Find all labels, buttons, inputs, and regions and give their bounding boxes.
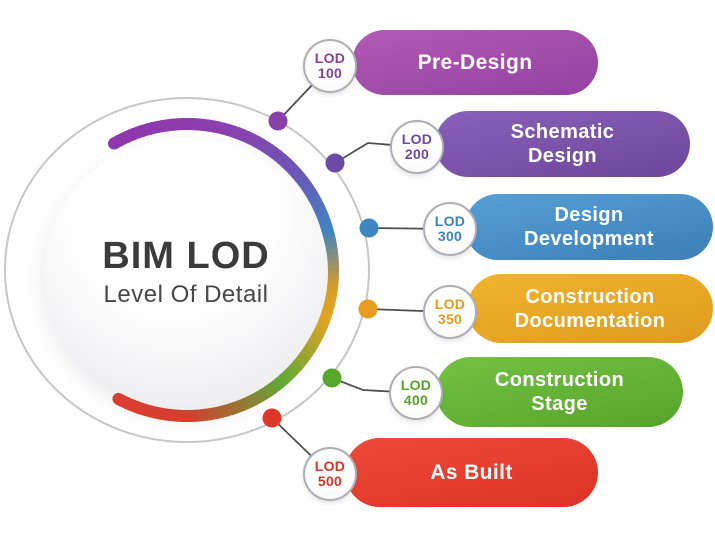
- pill-label: Development: [524, 228, 654, 250]
- pill-label: As Built: [430, 461, 513, 484]
- level-dot-lod-200: [325, 153, 345, 173]
- outer-ring: [4, 97, 370, 443]
- pill-label: Construction: [494, 369, 625, 391]
- badge-lod-text: LOD: [401, 131, 433, 147]
- badge-lod-number: 200: [404, 146, 430, 162]
- level-dot-lod-350: [358, 299, 378, 319]
- pill-label: Construction: [525, 285, 655, 308]
- badge-lod-text: LOD: [314, 458, 346, 474]
- badge-lod-text: LOD: [434, 296, 466, 312]
- diagram-subtitle: Level Of Detail: [103, 280, 269, 308]
- pill-label: Design: [527, 145, 598, 167]
- badge-lod-number: 500: [317, 473, 343, 489]
- badge-lod-text: LOD: [400, 377, 432, 393]
- badge-lod-number: 100: [317, 65, 343, 81]
- gradient-arc-segment: [115, 393, 126, 407]
- badge-lod-number: 400: [403, 392, 429, 408]
- pill-label: Pre-Design: [417, 51, 533, 74]
- level-dot-lod-300: [359, 218, 379, 238]
- badge-lod-number: 300: [437, 228, 463, 244]
- level-dot-lod-500: [262, 408, 282, 428]
- pill-lod-500: As Built: [345, 438, 598, 507]
- badge-lod-text: LOD: [434, 213, 466, 229]
- diagram-title: BIM LOD: [102, 234, 270, 277]
- center-circle: BIM LOD Level Of Detail: [44, 138, 328, 406]
- badge-lod-number: 350: [437, 311, 463, 327]
- badge-lod-text: LOD: [314, 50, 346, 66]
- pill-label: Design: [554, 204, 624, 226]
- pill-lod-100: Pre-Design: [352, 30, 598, 95]
- pill-label: Documentation: [514, 309, 666, 332]
- level-dot-lod-100: [268, 111, 288, 131]
- level-dot-lod-400: [322, 368, 342, 388]
- pill-label: Stage: [531, 393, 588, 415]
- pill-label: Schematic: [510, 121, 615, 143]
- gradient-arc: [108, 117, 340, 423]
